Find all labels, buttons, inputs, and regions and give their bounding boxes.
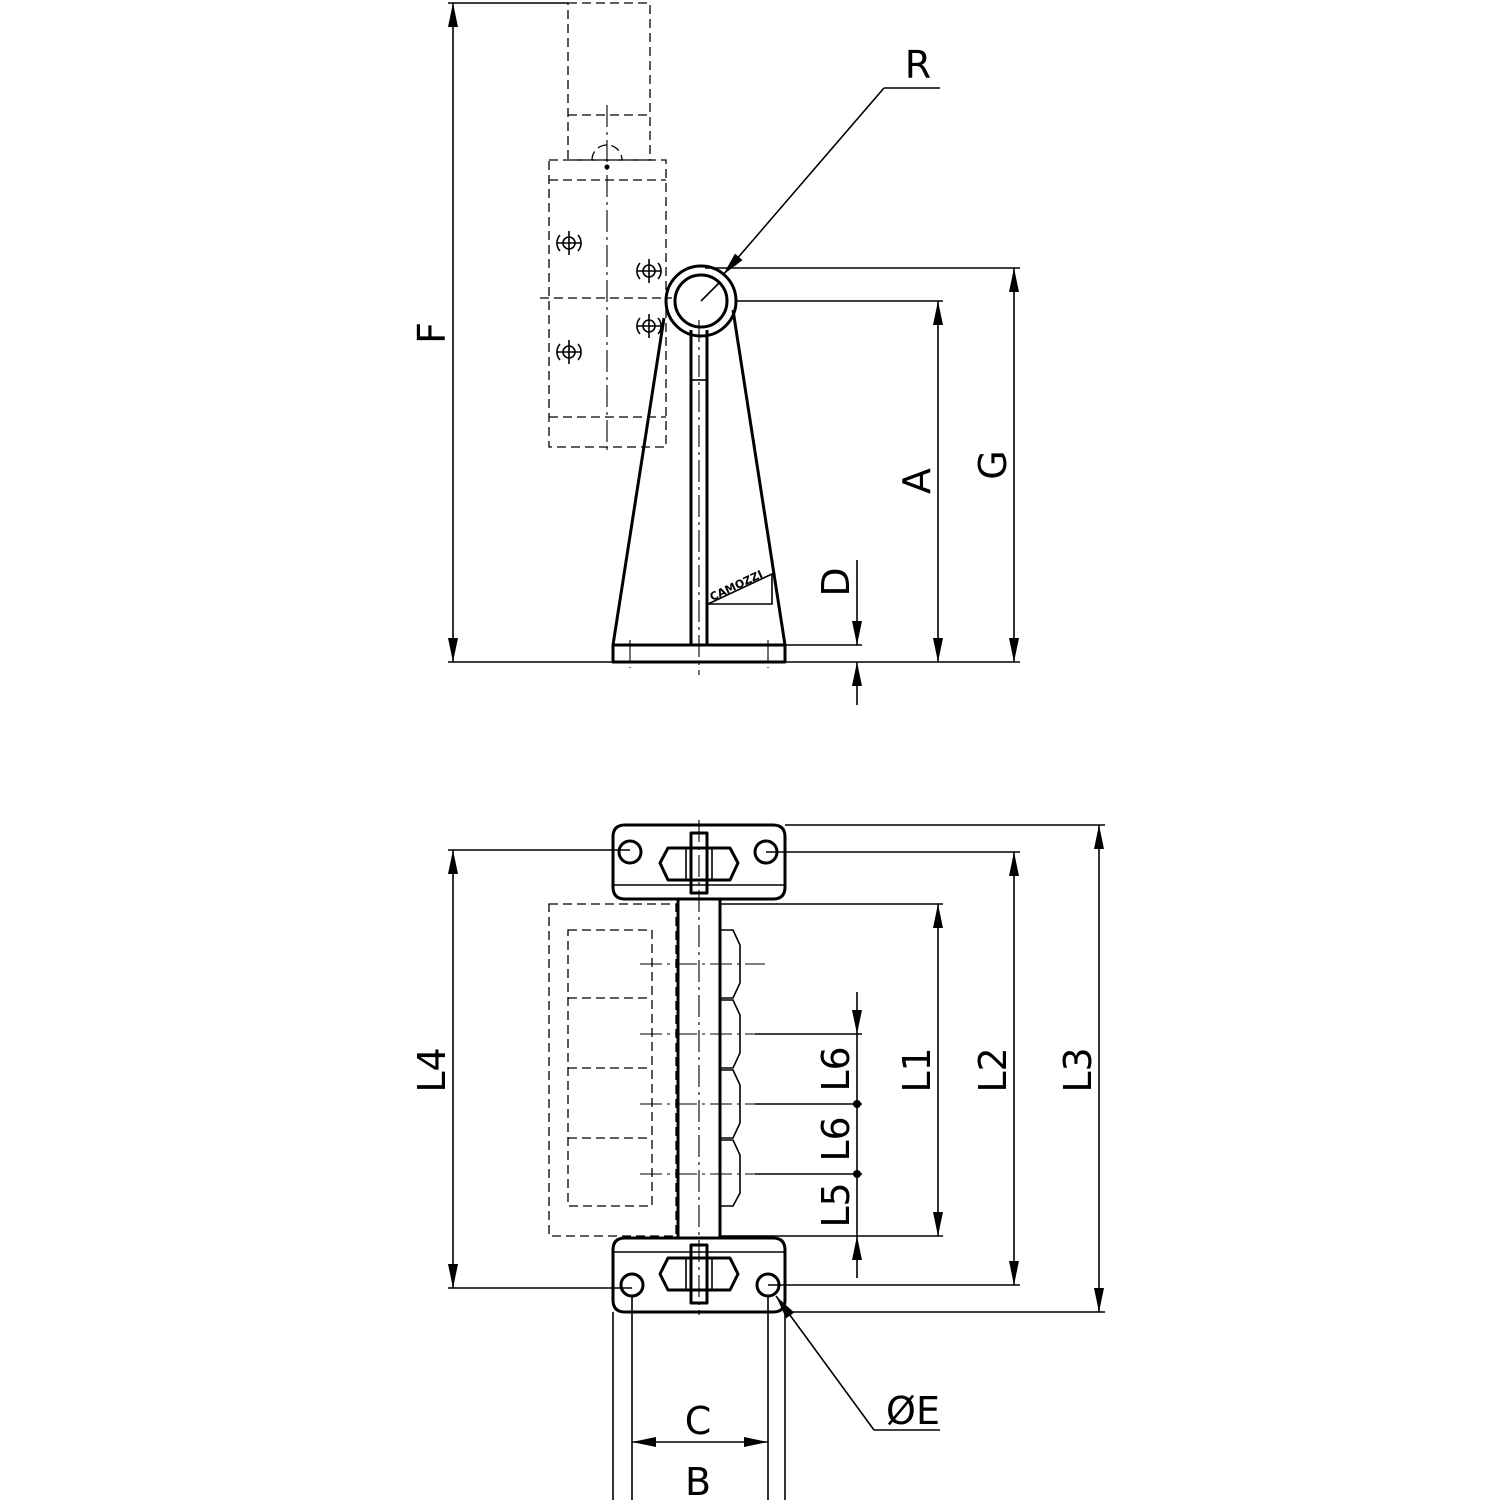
label-L6-lower: L6 xyxy=(814,1116,858,1161)
logo-text: CAMOZZI xyxy=(708,568,765,604)
dimension-F: F xyxy=(410,2,613,663)
fitting-symbol xyxy=(556,231,582,255)
dimension-R: R xyxy=(719,43,940,279)
phantom-valve-stack xyxy=(548,903,765,1237)
fitting-symbol xyxy=(556,340,582,364)
dimension-L4: L4 xyxy=(410,849,632,1289)
label-L6-upper: L6 xyxy=(814,1046,858,1091)
bracket-top xyxy=(611,823,787,901)
dimension-L6-L5-chain: L6 L6 L5 xyxy=(755,992,862,1278)
phantom-valve xyxy=(540,2,672,455)
side-view: CAMOZZI F R A xyxy=(410,2,1020,705)
label-L3: L3 xyxy=(1056,1047,1100,1092)
dimension-L2: L2 xyxy=(766,851,1020,1286)
label-F: F xyxy=(410,322,454,344)
camozzi-logo: CAMOZZI xyxy=(707,568,773,605)
label-L2: L2 xyxy=(971,1047,1015,1092)
label-L1: L1 xyxy=(895,1047,939,1092)
label-C: C xyxy=(685,1399,712,1443)
label-G: G xyxy=(971,450,1015,479)
fitting-symbol xyxy=(636,314,662,338)
dimension-B: B xyxy=(612,1312,786,1500)
rod xyxy=(676,820,722,1315)
nut-stack xyxy=(719,929,741,1207)
dimension-G: G xyxy=(705,267,1020,662)
dimension-L3: L3 xyxy=(785,824,1105,1313)
dimension-L1: L1 xyxy=(720,903,943,1237)
label-B: B xyxy=(685,1460,711,1500)
label-L4: L4 xyxy=(410,1047,454,1092)
dimension-E: ØE xyxy=(771,1293,940,1433)
label-A: A xyxy=(895,468,939,494)
bracket-side xyxy=(611,264,787,675)
label-R: R xyxy=(905,43,931,87)
dimension-D: D xyxy=(785,560,862,705)
top-view: L4 L1 L2 L3 xyxy=(410,820,1105,1500)
label-E: ØE xyxy=(886,1389,940,1433)
dimension-A: A xyxy=(735,300,1020,663)
dimension-C: C xyxy=(631,1296,769,1500)
label-D: D xyxy=(814,567,858,596)
bracket-bottom xyxy=(611,1236,787,1314)
fitting-symbol xyxy=(636,259,662,283)
label-L5: L5 xyxy=(814,1182,858,1227)
